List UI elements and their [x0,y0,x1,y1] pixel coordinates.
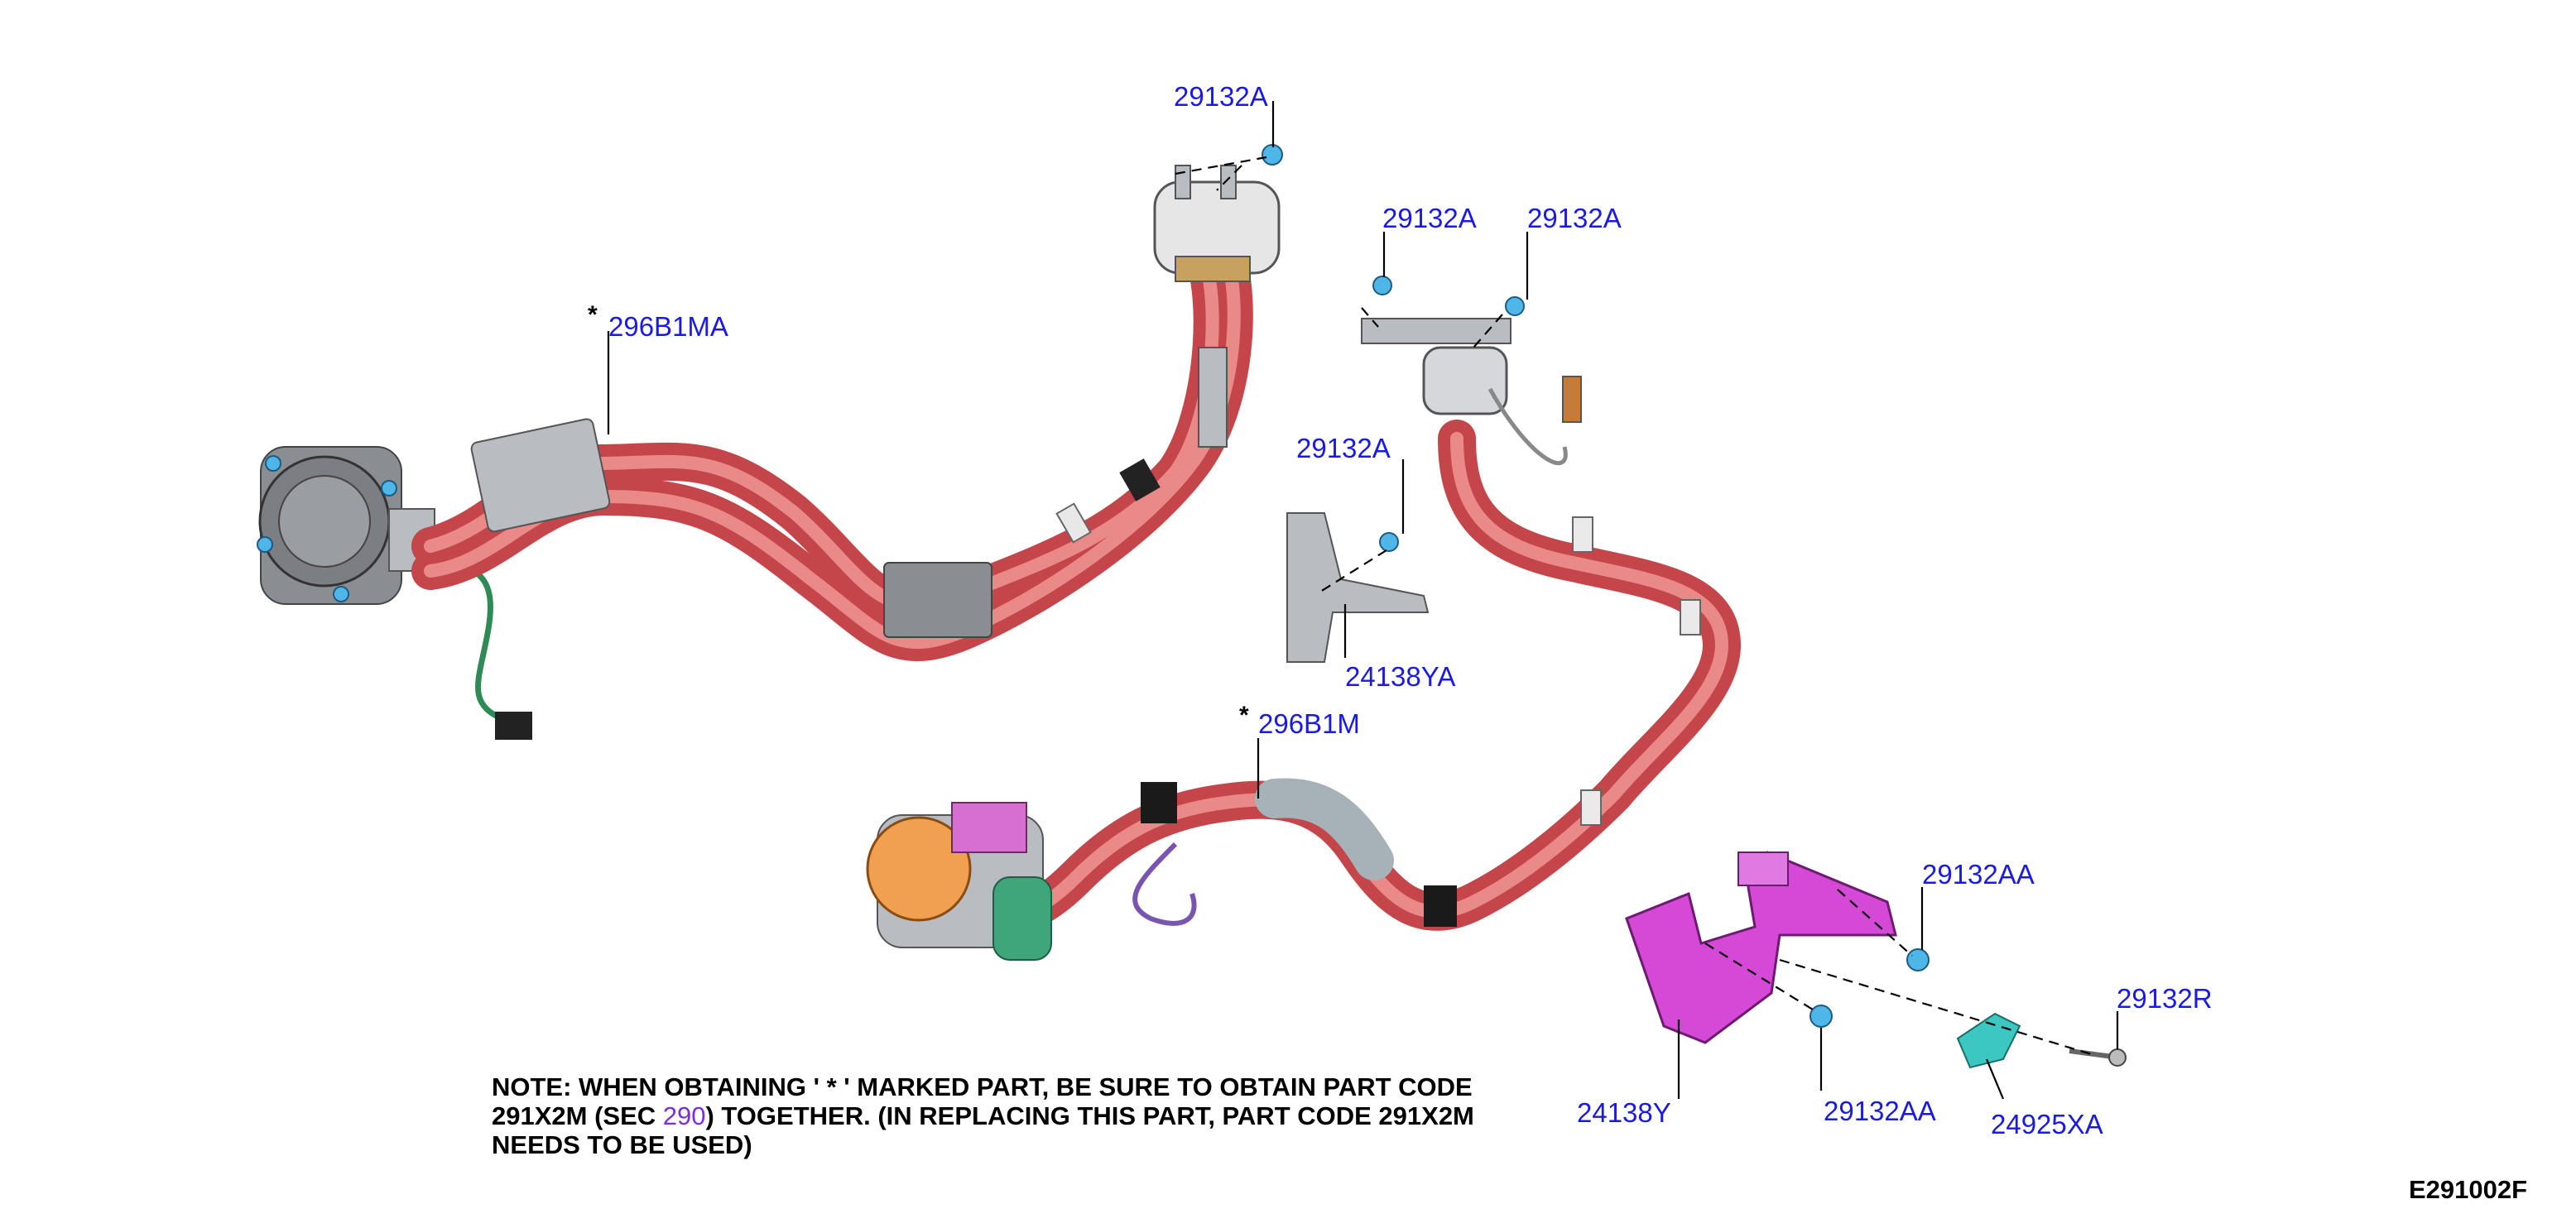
note-text-part1: NOTE: WHEN OBTAINING ' * ' MARKED PART, … [492,1072,1473,1130]
callout-29132aa-upper[interactable]: 29132AA [1922,859,2035,890]
orange-round-connector [866,802,1052,961]
bolt-29132a-bracket [1379,532,1399,552]
callout-24138ya[interactable]: 24138YA [1345,661,1455,692]
bolt-29132aa-upper [1906,948,1930,971]
callout-29132a-mid2[interactable]: 29132A [1527,203,1622,233]
bolt-29132a-mid2 [1505,296,1525,316]
bracket-24138ya [1286,512,1430,663]
figure-id: E291002F [2409,1175,2528,1204]
small-wire-connector [495,712,532,740]
star-marker-296b1ma: * [588,301,598,329]
callout-29132aa-lower[interactable]: 29132AA [1824,1096,1936,1126]
callout-29132a-mid1[interactable]: 29132A [1382,203,1477,233]
bracket-24138y [1625,851,1930,1044]
callout-24138y[interactable]: 24138Y [1577,1097,1671,1128]
callout-296b1ma[interactable]: 296B1MA [608,311,728,342]
callout-296b1m[interactable]: 296B1M [1258,708,1360,739]
inline-connector [883,562,992,638]
callout-24925xa[interactable]: 24925XA [1991,1109,2103,1139]
callout-29132a-bracket[interactable]: 29132A [1296,433,1391,463]
bolt-29132a-mid1 [1372,276,1392,295]
upper-right-connector [1361,276,1582,466]
replacement-note: NOTE: WHEN OBTAINING ' * ' MARKED PART, … [492,1072,1485,1159]
cable-bracket [1198,347,1228,448]
callout-29132a-top[interactable]: 29132A [1174,81,1268,112]
bolt-29132a-top [1262,144,1283,165]
leader-lines [607,101,2119,1100]
top-terminal-connector [1153,165,1281,282]
bolt-29132aa-lower [1809,1005,1833,1028]
harness-296b1ma [257,144,1283,740]
callout-29132r[interactable]: 29132R [2117,983,2213,1014]
wire-clip-black [1141,782,1177,823]
junction-block [470,418,611,533]
note-text-part2: ) TOGETHER. (IN REPLACING THIS PART, PAR… [492,1101,1474,1159]
screw-29132r [2069,1048,2127,1067]
sec-290-link[interactable]: 290 [662,1101,706,1130]
left-round-connector [257,446,435,605]
callout-labels: 29132A * 296B1MA 29132A 29132A 29132A 24… [588,81,2213,1139]
star-marker-296b1m: * [1239,702,1249,729]
harness-296b1m [866,276,1741,961]
clip-24925xa [1956,1012,2021,1069]
